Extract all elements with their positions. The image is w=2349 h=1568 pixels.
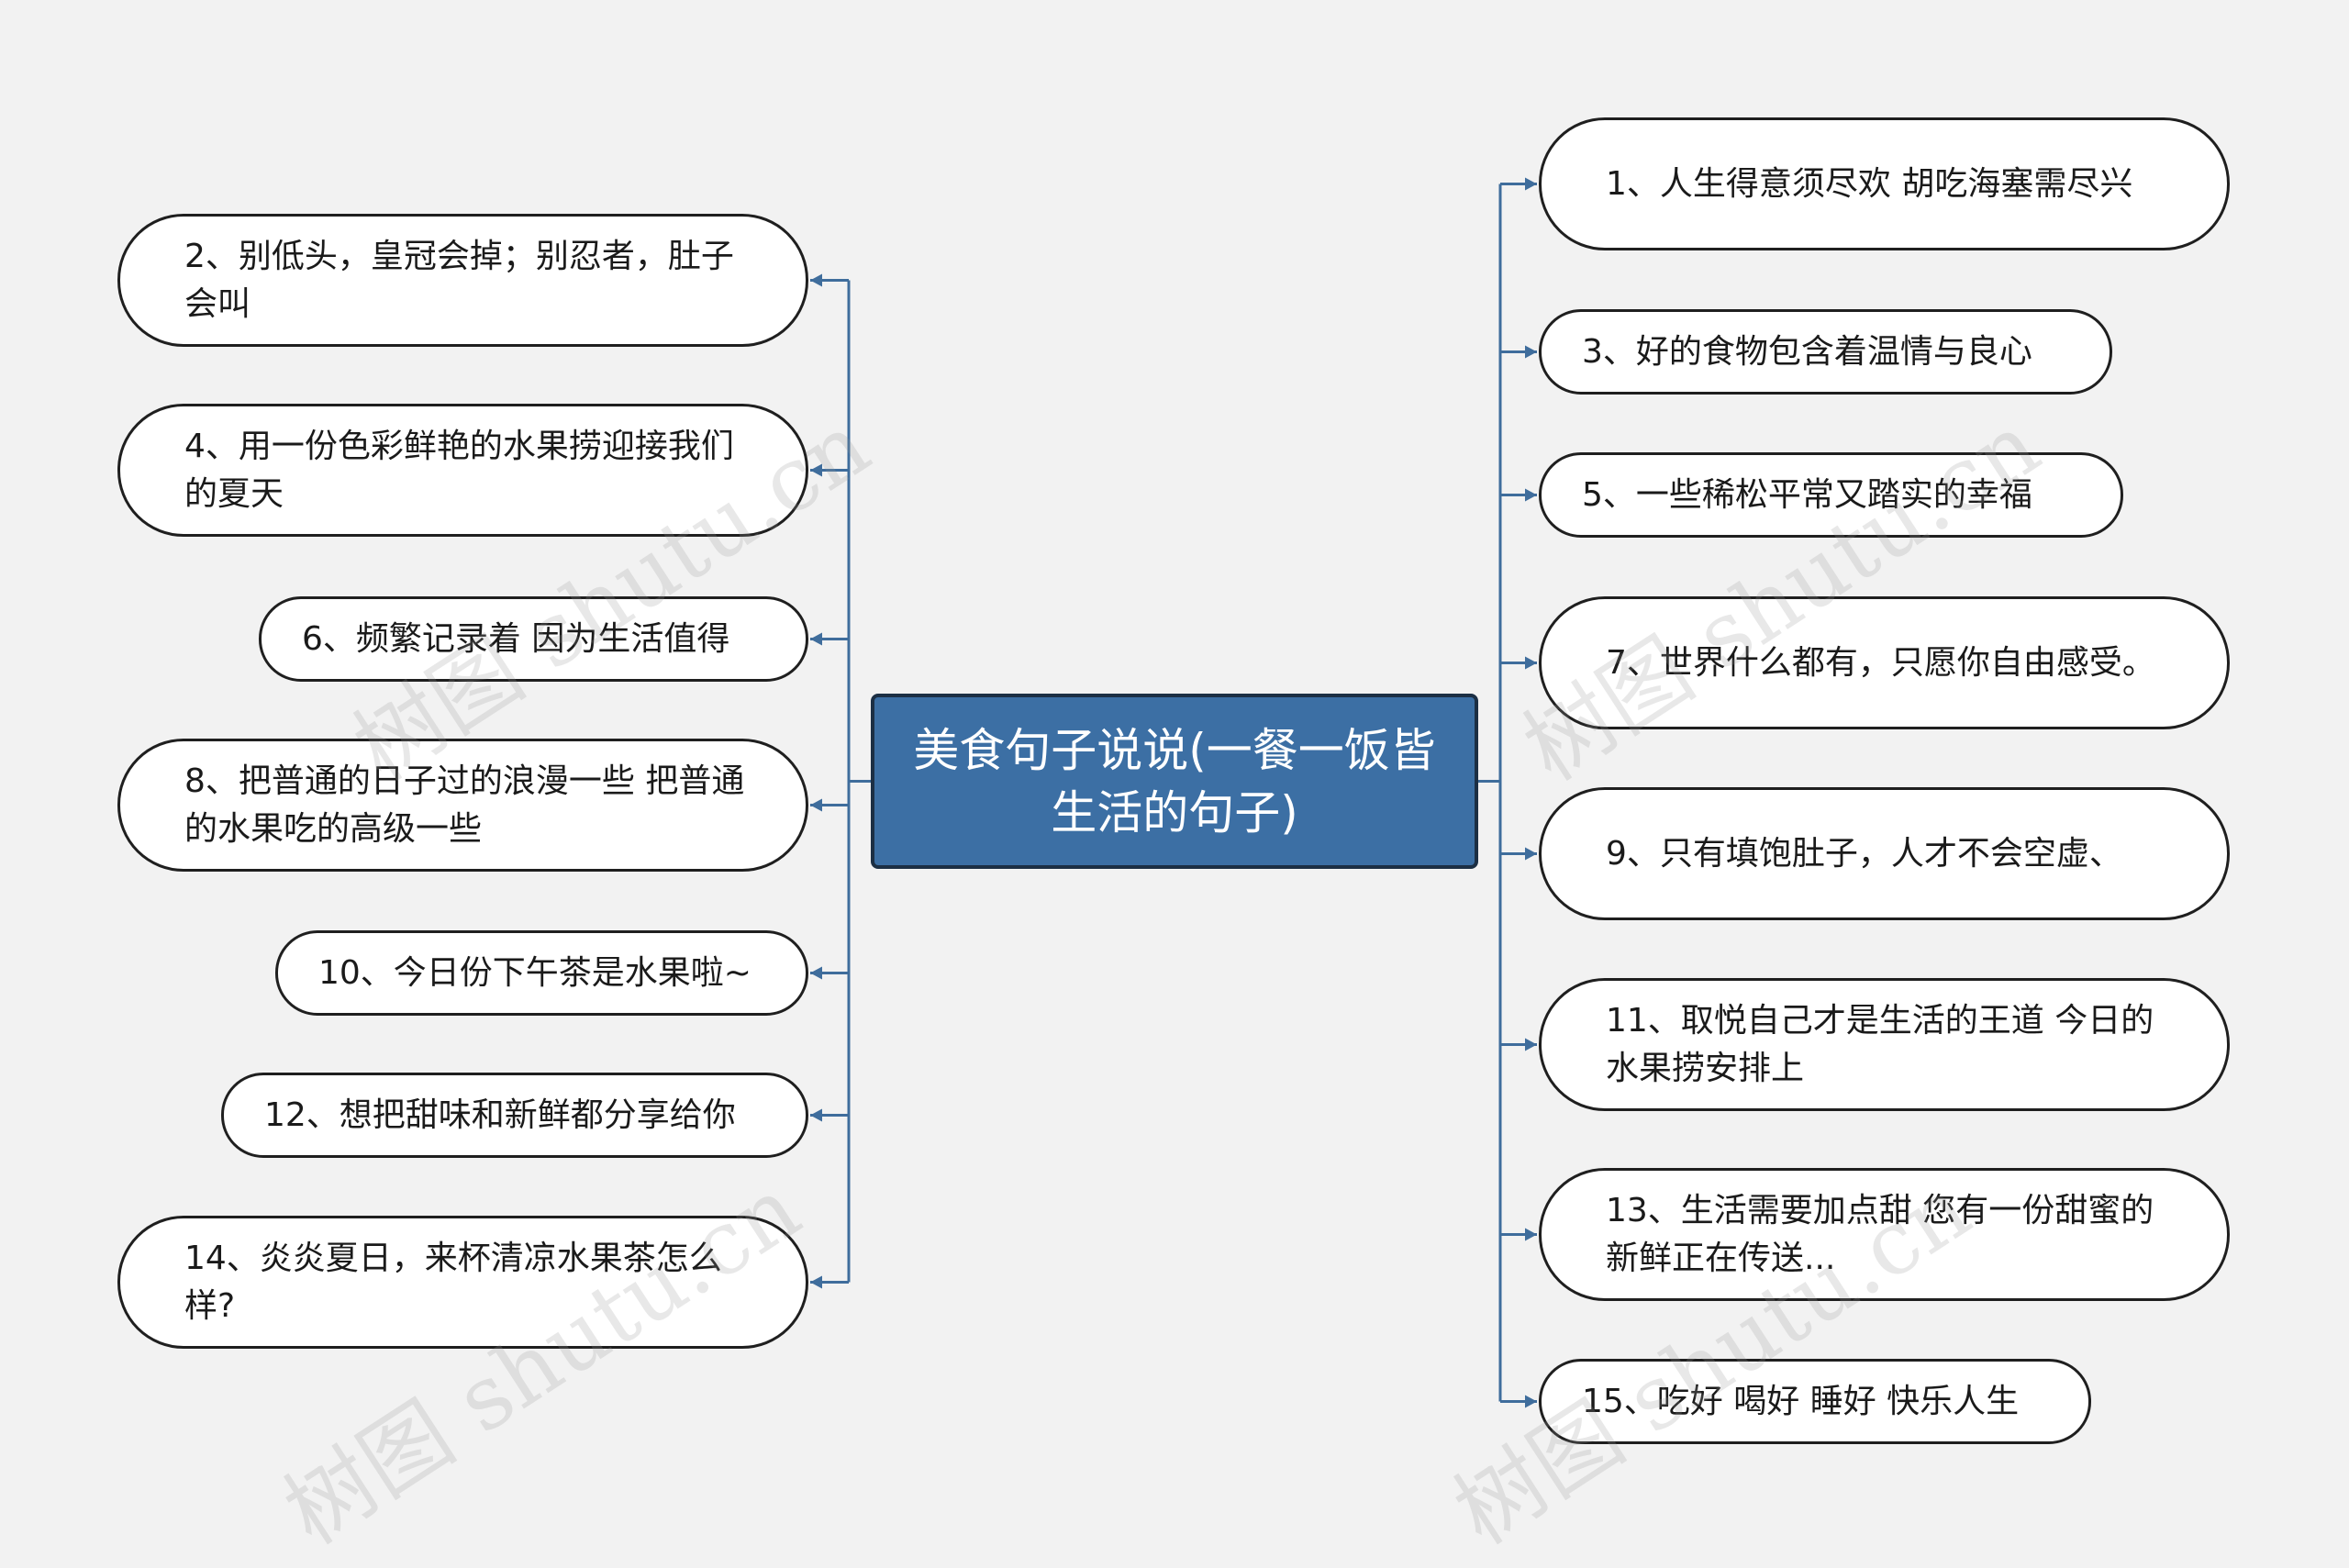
left-topic-4[interactable]: 4、用一份色彩鲜艳的水果捞迎接我们的夏天 — [117, 404, 808, 537]
left-topic-14[interactable]: 14、炎炎夏日，来杯清凉水果茶怎么样? — [117, 1216, 808, 1349]
right-topic-7[interactable]: 7、世界什么都有，只愿你自由感受。 — [1539, 596, 2230, 729]
topic-label: 1、人生得意须尽欢 胡吃海塞需尽兴 — [1606, 164, 2133, 203]
arrow-head-right — [1525, 345, 1537, 359]
arrow-head-left — [810, 798, 822, 812]
left-topic-10[interactable]: 10、今日份下午茶是水果啦~ — [275, 930, 808, 1016]
left-topic-2[interactable]: 2、别低头，皇冠会掉；别忍者，肚子会叫 — [117, 214, 808, 347]
topic-label: 9、只有填饱肚子，人才不会空虚、 — [1606, 834, 2122, 873]
right-topic-3[interactable]: 3、好的食物包含着温情与良心 — [1539, 309, 2112, 395]
arrow-head-right — [1525, 656, 1537, 670]
right-topic-11[interactable]: 11、取悦自己才是生活的王道 今日的水果捞安排上 — [1539, 978, 2230, 1111]
right-topic-1[interactable]: 1、人生得意须尽欢 胡吃海塞需尽兴 — [1539, 117, 2230, 250]
right-topic-5[interactable]: 5、一些稀松平常又踏实的幸福 — [1539, 452, 2123, 538]
central-topic[interactable]: 美食句子说说(一餐一饭皆生活的句子) — [871, 694, 1478, 869]
topic-label: 15、吃好 喝好 睡好 快乐人生 — [1582, 1382, 2020, 1420]
left-topic-8[interactable]: 8、把普通的日子过的浪漫一些 把普通的水果吃的高级一些 — [117, 739, 808, 872]
arrow-head-right — [1525, 177, 1537, 191]
topic-label: 12、想把甜味和新鲜都分享给你 — [264, 1095, 736, 1134]
topic-label: 3、好的食物包含着温情与良心 — [1582, 332, 2032, 371]
topic-label: 13、生活需要加点甜 您有一份甜蜜的新鲜正在传送... — [1606, 1191, 2154, 1277]
topic-label: 5、一些稀松平常又踏实的幸福 — [1582, 475, 2032, 514]
right-topic-13[interactable]: 13、生活需要加点甜 您有一份甜蜜的新鲜正在传送... — [1539, 1168, 2230, 1301]
right-topic-9[interactable]: 9、只有填饱肚子，人才不会空虚、 — [1539, 787, 2230, 920]
topic-label: 7、世界什么都有，只愿你自由感受。 — [1606, 643, 2155, 682]
topic-label: 6、频繁记录着 因为生活值得 — [302, 619, 730, 658]
topic-label: 10、今日份下午茶是水果啦~ — [318, 953, 751, 992]
arrow-head-right — [1525, 847, 1537, 861]
topic-label: 4、用一份色彩鲜艳的水果捞迎接我们的夏天 — [184, 427, 734, 513]
topic-label: 8、把普通的日子过的浪漫一些 把普通的水果吃的高级一些 — [184, 762, 745, 848]
topic-label: 14、炎炎夏日，来杯清凉水果茶怎么样? — [184, 1239, 722, 1325]
arrow-head-left — [810, 966, 822, 980]
topic-label: 11、取悦自己才是生活的王道 今日的水果捞安排上 — [1606, 1001, 2154, 1087]
left-topic-12[interactable]: 12、想把甜味和新鲜都分享给你 — [221, 1073, 808, 1158]
left-topic-6[interactable]: 6、频繁记录着 因为生活值得 — [259, 596, 808, 682]
arrow-head-right — [1525, 488, 1537, 502]
right-topic-15[interactable]: 15、吃好 喝好 睡好 快乐人生 — [1539, 1359, 2091, 1444]
arrow-head-left — [810, 632, 822, 646]
arrow-head-left — [810, 1108, 822, 1122]
arrow-head-right — [1525, 1395, 1537, 1408]
arrow-head-left — [810, 273, 822, 287]
central-topic-label: 美食句子说说(一餐一饭皆生活的句子) — [913, 723, 1436, 840]
arrow-head-right — [1525, 1228, 1537, 1241]
arrow-head-right — [1525, 1038, 1537, 1051]
arrow-head-left — [810, 1275, 822, 1289]
topic-label: 2、别低头，皇冠会掉；别忍者，肚子会叫 — [184, 237, 734, 323]
arrow-head-left — [810, 463, 822, 477]
